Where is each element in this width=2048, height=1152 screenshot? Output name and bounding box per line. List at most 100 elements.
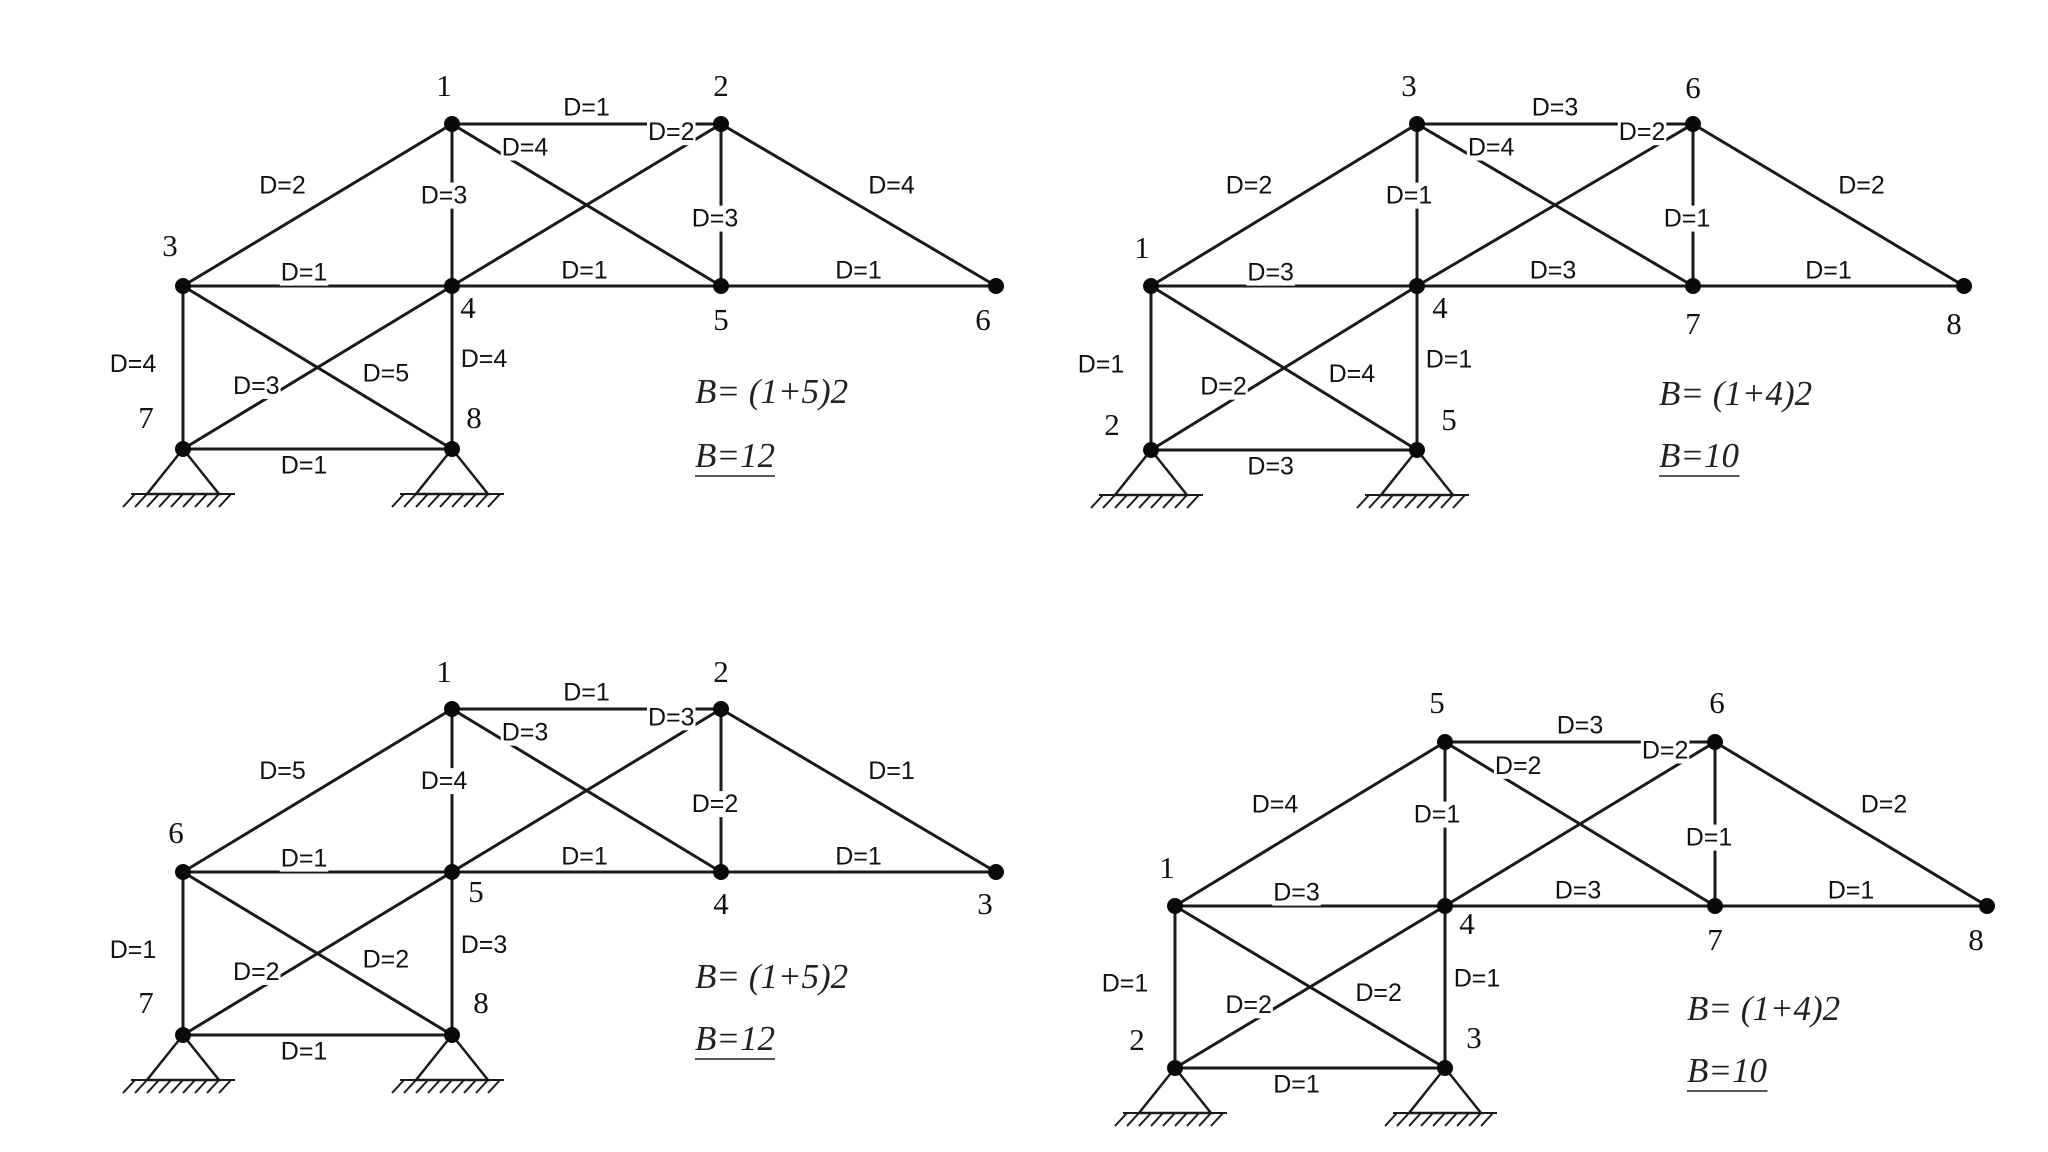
member-label: D=1 — [1664, 205, 1711, 233]
node-number: 4 — [713, 886, 729, 921]
bandwidth-formula: B= (1+5)2 — [695, 372, 848, 411]
member-label: D=4 — [868, 172, 915, 200]
bandwidth-result: B=12 — [695, 436, 775, 475]
member-label: D=1 — [1102, 970, 1149, 998]
member-label: D=3 — [648, 703, 695, 731]
member-label: D=5 — [363, 359, 410, 387]
member-label: D=1 — [835, 843, 882, 871]
node-number: 7 — [138, 400, 154, 435]
joint-node — [175, 278, 191, 294]
node-number: 8 — [473, 985, 489, 1020]
truss-member — [720, 122, 997, 288]
node-number: 3 — [162, 228, 178, 263]
joint-node — [1437, 898, 1453, 914]
node-number: 1 — [436, 654, 452, 689]
truss-member — [182, 707, 453, 874]
member-label: D=4 — [421, 767, 468, 795]
node-number: 6 — [168, 815, 184, 850]
node-number: 3 — [1466, 1020, 1482, 1055]
member-label: D=4 — [1329, 360, 1376, 388]
member-label: D=1 — [561, 257, 608, 285]
bandwidth-result: B=10 — [1659, 436, 1739, 475]
joint-node — [1167, 898, 1183, 914]
bandwidth-formula: B= (1+4)2 — [1687, 989, 1840, 1028]
joint-node — [713, 864, 729, 880]
truss-member — [720, 707, 997, 874]
member-label: D=1 — [835, 257, 882, 285]
member-label: D=1 — [1454, 965, 1501, 993]
joint-node — [713, 278, 729, 294]
member-label: D=3 — [1247, 453, 1294, 481]
joint-node — [444, 1027, 460, 1043]
member-label: D=2 — [1225, 991, 1272, 1019]
joint-node — [1409, 116, 1425, 132]
pin-support-icon — [1090, 447, 1203, 509]
member-label: D=2 — [1861, 791, 1908, 819]
member-label: D=1 — [1414, 801, 1461, 829]
joint-node — [1707, 898, 1723, 914]
member-label: D=2 — [259, 172, 306, 200]
pin-support-icon — [391, 446, 504, 508]
member-label: D=1 — [281, 845, 328, 873]
node-number: 7 — [1685, 306, 1701, 341]
pin-support-icon — [1114, 1065, 1227, 1127]
truss-member — [1692, 122, 1965, 288]
node-number: 4 — [1459, 906, 1475, 941]
member-label: D=2 — [233, 958, 280, 986]
bandwidth-formula: B= (1+4)2 — [1659, 374, 1812, 413]
node-number: 3 — [977, 886, 993, 921]
truss-member — [1174, 740, 1446, 908]
truss-member — [182, 122, 453, 288]
member-label: D=1 — [1078, 351, 1125, 379]
member-label: D=1 — [110, 936, 157, 964]
member-label: D=1 — [281, 452, 328, 480]
node-number: 5 — [1441, 402, 1457, 437]
member-label: D=2 — [1838, 172, 1885, 200]
member-label: D=4 — [502, 134, 549, 162]
joint-node — [1979, 898, 1995, 914]
node-number: 2 — [713, 654, 729, 689]
joint-node — [444, 864, 460, 880]
member-label: D=1 — [868, 757, 915, 785]
member-label: D=1 — [1386, 182, 1433, 210]
member-label: D=1 — [563, 679, 610, 707]
member-label: D=3 — [421, 182, 468, 210]
member-label: D=2 — [1495, 752, 1542, 780]
node-number: 8 — [1946, 306, 1962, 341]
node-number: 4 — [460, 290, 476, 325]
truss-member — [1416, 122, 1694, 288]
joint-node — [1143, 278, 1159, 294]
node-number: 6 — [1709, 685, 1725, 720]
truss-member — [1714, 740, 1988, 908]
member-label: D=1 — [1273, 1071, 1320, 1099]
joint-node — [988, 864, 1004, 880]
joint-node — [175, 441, 191, 457]
member-label: D=3 — [1530, 257, 1577, 285]
member-label: D=3 — [502, 719, 549, 747]
node-number: 5 — [713, 302, 729, 337]
member-label: D=3 — [692, 205, 739, 233]
member-label: D=1 — [1805, 257, 1852, 285]
member-label: D=4 — [461, 345, 508, 373]
pin-support-icon — [122, 1032, 235, 1094]
node-number: 7 — [1707, 922, 1723, 957]
joint-node — [444, 278, 460, 294]
member-label: D=3 — [461, 931, 508, 959]
node-number: 3 — [1401, 68, 1417, 103]
member-label: D=3 — [1555, 877, 1602, 905]
member-label: D=2 — [1226, 172, 1273, 200]
joint-node — [1707, 734, 1723, 750]
joint-node — [1437, 734, 1453, 750]
node-number: 2 — [713, 68, 729, 103]
pin-support-icon — [122, 446, 235, 508]
member-label: D=2 — [648, 118, 695, 146]
pin-support-icon — [1356, 447, 1469, 509]
node-number: 1 — [1134, 230, 1150, 265]
node-number: 1 — [436, 68, 452, 103]
joint-node — [1685, 116, 1701, 132]
